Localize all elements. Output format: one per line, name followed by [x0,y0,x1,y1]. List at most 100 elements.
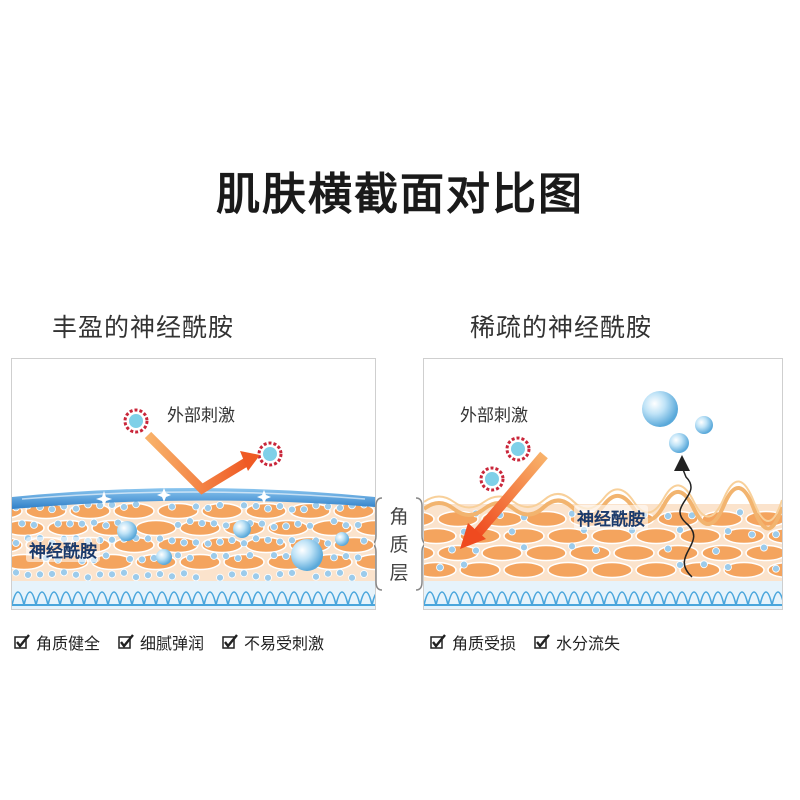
base-arch [735,591,749,606]
lipid-dot [210,519,218,528]
base-arch [687,591,701,606]
lipid-dot [168,572,176,581]
skin-cell [12,519,45,537]
base-arch [215,591,229,606]
lipid-dot [144,571,152,580]
base-arch [675,591,689,606]
lipid-dot [282,522,290,531]
page-title: 肌肤横截面对比图 [216,169,584,220]
healthy-skin-diagram: 外部刺激 神经酰胺 [11,358,376,610]
lipid-dot [66,519,74,528]
lipid-dot [72,570,80,579]
base-arch [579,591,593,606]
base-arch [263,591,277,606]
lipid-dot [736,508,744,517]
lipid-dot [342,521,350,530]
skin-cell [679,527,721,545]
lipid-dot [330,517,338,526]
base-arch [531,591,545,606]
base-arch [603,591,617,606]
penetrating-arrow-icon [472,451,548,539]
lipid-dot [270,523,278,531]
lipid-dot [472,546,480,555]
base-arch [591,591,605,606]
base-arch [567,591,581,606]
evaporating-water-bubble [642,391,678,427]
skin-cell [135,519,177,537]
stimulus-particle [505,436,531,462]
lipid-dot [102,551,110,560]
skin-cell [635,561,677,579]
lipid-dot [168,536,176,545]
lipid-dot [174,551,182,560]
checkbox-check-icon [118,634,134,649]
lipid-dot [192,573,200,582]
lipid-dot [18,519,26,528]
lipid-dot [234,554,242,563]
skin-cell [157,502,199,520]
lipid-dot [12,568,20,577]
lipid-dot [216,537,224,546]
base-arch [555,591,569,606]
lipid-dot [102,521,110,530]
lipid-dot [306,521,314,530]
skin-cell [525,544,567,562]
lipid-dot [252,572,260,581]
base-arch [723,591,737,606]
lipid-dot [48,505,56,514]
moisture-bubble [156,549,172,565]
issue-label: 水分流失 [556,634,621,653]
lipid-dot [192,538,200,547]
issue-label: 角质受损 [452,634,517,653]
lipid-dot [216,501,224,509]
base-arch [131,591,145,606]
lipid-dot [724,563,732,572]
lipid-dot [192,502,200,511]
lipid-dot [772,530,780,539]
lipid-dot [108,570,116,579]
base-arch [335,591,349,606]
base-arch [759,591,773,606]
arrow-up-icon [674,455,690,471]
lipid-dot [246,551,254,560]
lipid-dot [156,570,164,578]
lipid-dot [90,518,98,527]
base-arch [543,591,557,606]
base-arch [47,591,61,606]
lipid-dot [294,519,302,528]
lipid-dot [592,546,600,554]
base-arch [747,591,761,606]
lipid-dot [324,539,332,548]
lipid-dot [520,543,528,552]
deflected-arrow-icon [144,431,251,495]
evaporating-water-bubble [669,433,689,453]
skin-cell [635,527,677,545]
skin-cell [424,511,435,527]
lipid-dot [324,569,332,578]
evaporating-water-bubble [695,416,713,434]
left-ceramide-label: 神经酰胺 [26,537,100,562]
lipid-dot [54,519,62,528]
lipid-dot [676,561,684,569]
lipid-dot [168,502,176,511]
base-arch [107,591,121,606]
base-arch [71,591,85,606]
lipid-dot [210,552,218,560]
lipid-dot [132,573,140,582]
base-arch [459,591,473,606]
stimulus-particle [257,441,283,467]
lipid-dot [700,560,708,569]
damaged-surface [424,486,782,531]
dermis-base-layer [424,581,782,609]
base-arch [699,591,713,606]
skin-cell [503,561,545,579]
base-arch [519,591,533,606]
lipid-dot [252,502,260,510]
lipid-dot [282,552,290,561]
lipid-dot [258,519,266,528]
base-arch [471,591,485,606]
base-arch [663,591,677,606]
moisture-bubble [117,521,137,541]
base-arch [483,591,497,606]
lipid-dot [664,544,672,553]
